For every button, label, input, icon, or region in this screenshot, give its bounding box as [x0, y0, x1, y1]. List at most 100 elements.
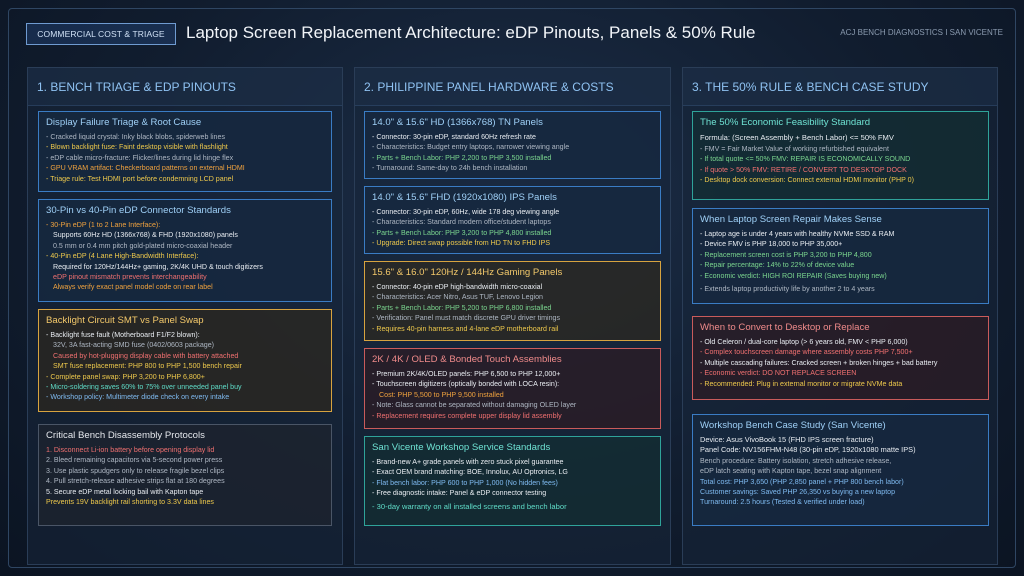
- card-line: Device: Asus VivoBook 15 (FHD IPS screen…: [700, 435, 874, 444]
- card-line: - 30-Pin eDP (1 to 2 Lane Interface):: [46, 221, 161, 229]
- card-title: Backlight Circuit SMT vs Panel Swap: [46, 315, 204, 326]
- card-line: - Note: Glass cannot be separated withou…: [372, 401, 577, 410]
- card-line: 3. Use plastic spudgers only to release …: [46, 466, 225, 475]
- card-line: - Premium 2K/4K/OLED panels: PHP 6,500 t…: [372, 370, 561, 378]
- card-line: - Economic verdict: DO NOT REPLACE SCREE…: [700, 369, 857, 378]
- card-line: - eDP cable micro-fracture: Flicker/line…: [46, 153, 234, 162]
- card-line: - Parts + Bench Labor: PHP 5,200 to PHP …: [372, 303, 552, 312]
- category-tag: COMMERCIAL COST & TRIAGE: [26, 23, 176, 45]
- card-line: Bench procedure: Battery isolation, stre…: [700, 456, 892, 465]
- card-line: - Economic verdict: HIGH ROI REPAIR (Sav…: [700, 271, 887, 280]
- card-line: Turnaround: 2.5 hours (Tested & verified…: [700, 498, 865, 507]
- card-line: - Old Celeron / dual-core laptop (> 6 ye…: [700, 338, 908, 346]
- card-title: The 50% Economic Feasibility Standard: [700, 117, 871, 128]
- card-line: - Characteristics: Acer Nitro, Asus TUF,…: [372, 293, 543, 302]
- page-frame: [8, 8, 1016, 568]
- card-line: - Flat bench labor: PHP 600 to PHP 1,000…: [372, 478, 558, 487]
- card-line: - If quote > 50% FMV: RETIRE / CONVERT T…: [700, 165, 907, 174]
- card-line: - Characteristics: Budget entry laptops,…: [372, 143, 570, 152]
- card-economic-feasibility: The 50% Economic Feasibility Standard Fo…: [692, 111, 989, 200]
- card-line: - If total quote <= 50% FMV: REPAIR IS E…: [700, 155, 911, 164]
- card-fhd-ips-panels: 14.0" & 15.6" FHD (1920x1080) IPS Panels…: [364, 186, 661, 254]
- card-line: - Verification: Panel must match discret…: [372, 314, 561, 323]
- card-line: 1. Disconnect Li-ion battery before open…: [46, 446, 215, 454]
- card-line: - Replacement requires complete upper di…: [372, 411, 562, 420]
- card-line: - 30-day warranty on all installed scree…: [372, 501, 567, 511]
- card-hd-tn-panels: 14.0" & 15.6" HD (1366x768) TN Panels - …: [364, 111, 661, 179]
- card-line: Supports 60Hz HD (1366x768) & FHD (1920x…: [53, 231, 238, 240]
- card-line: - Exact OEM brand matching: BOE, Innolux…: [372, 468, 568, 477]
- card-line: eDP latch seating with Kapton tape, beze…: [700, 467, 882, 476]
- card-title: 14.0" & 15.6" FHD (1920x1080) IPS Panels: [372, 192, 557, 203]
- card-line: Panel Code: NV156FHM-N48 (30-pin eDP, 19…: [700, 445, 916, 455]
- card-title: 30-Pin vs 40-Pin eDP Connector Standards: [46, 205, 231, 216]
- card-line: 0.5 mm or 0.4 mm pitch gold-plated micro…: [53, 241, 233, 250]
- card-line: - Complex touchscreen damage where assem…: [700, 348, 913, 357]
- card-title: 2K / 4K / OLED & Bonded Touch Assemblies: [372, 354, 562, 365]
- card-line: - Connector: 30-pin eDP, standard 60Hz r…: [372, 133, 536, 141]
- card-line: - Free diagnostic intake: Panel & eDP co…: [372, 489, 547, 498]
- card-title: When Laptop Screen Repair Makes Sense: [700, 214, 882, 225]
- card-line: - Complete panel swap: PHP 3,200 to PHP …: [46, 372, 205, 381]
- card-title: When to Convert to Desktop or Replace: [700, 322, 870, 333]
- card-title: Critical Bench Disassembly Protocols: [46, 430, 205, 441]
- card-gaming-panels: 15.6" & 16.0" 120Hz / 144Hz Gaming Panel…: [364, 261, 661, 341]
- card-line: - 40-Pin eDP (4 Lane High-Bandwidth Inte…: [46, 252, 199, 261]
- card-line: - Touchscreen digitizers (optically bond…: [372, 380, 560, 389]
- card-line: - Triage rule: Test HDMI port before con…: [46, 174, 234, 183]
- card-line: Formula: (Screen Assembly + Bench Labor)…: [700, 133, 894, 142]
- card-convert-or-replace: When to Convert to Desktop or Replace - …: [692, 316, 989, 400]
- column-bench-triage: 1. BENCH TRIAGE & EDP PINOUTS Display Fa…: [27, 67, 343, 565]
- card-line: Prevents 19V backlight rail shorting to …: [46, 498, 214, 507]
- page-title: Laptop Screen Replacement Architecture: …: [186, 23, 756, 42]
- column-panel-hardware: 2. PHILIPPINE PANEL HARDWARE & COSTS 14.…: [354, 67, 671, 565]
- card-line: - Multiple cascading failures: Cracked s…: [700, 358, 938, 367]
- card-line: - Brand-new A+ grade panels with zero st…: [372, 458, 564, 466]
- card-line: 4. Pull stretch-release adhesive strips …: [46, 477, 225, 486]
- card-repair-makes-sense: When Laptop Screen Repair Makes Sense - …: [692, 208, 989, 304]
- card-title: Workshop Bench Case Study (San Vicente): [700, 420, 886, 431]
- card-line: - Characteristics: Standard modern offic…: [372, 218, 551, 227]
- card-line: - Desktop dock conversion: Connect exter…: [700, 176, 914, 185]
- card-line: 32V, 3A fast-acting SMD fuse (0402/0603 …: [53, 341, 215, 350]
- card-line: - Device FMV is PHP 18,000 to PHP 35,000…: [700, 240, 843, 249]
- card-line: Customer savings: Saved PHP 26,350 vs bu…: [700, 488, 896, 497]
- card-line: - Workshop policy: Multimeter diode chec…: [46, 393, 230, 402]
- column-heading: 2. PHILIPPINE PANEL HARDWARE & COSTS: [355, 68, 670, 106]
- column-heading: 3. THE 50% RULE & BENCH CASE STUDY: [683, 68, 997, 106]
- card-title: San Vicente Workshop Service Standards: [372, 442, 551, 453]
- card-line: - Parts + Bench Labor: PHP 3,200 to PHP …: [372, 228, 552, 237]
- card-line: - Upgrade: Direct swap possible from HD …: [372, 239, 551, 248]
- card-title: 14.0" & 15.6" HD (1366x768) TN Panels: [372, 117, 543, 128]
- card-line: - Replacement screen cost is PHP 3,200 t…: [700, 250, 872, 259]
- card-title: Display Failure Triage & Root Cause: [46, 117, 202, 128]
- card-bench-case-study: Workshop Bench Case Study (San Vicente) …: [692, 414, 989, 526]
- card-title: 15.6" & 16.0" 120Hz / 144Hz Gaming Panel…: [372, 267, 563, 278]
- card-line: - Requires 40-pin harness and 4-lane eDP…: [372, 324, 559, 333]
- card-workshop-standards: San Vicente Workshop Service Standards -…: [364, 436, 661, 526]
- card-premium-touch-assemblies: 2K / 4K / OLED & Bonded Touch Assemblies…: [364, 348, 661, 429]
- card-line: - Connector: 30-pin eDP, 60Hz, wide 178 …: [372, 208, 560, 216]
- card-line: - Recommended: Plug in external monitor …: [700, 379, 903, 388]
- card-disassembly-protocols: Critical Bench Disassembly Protocols 1. …: [38, 424, 332, 526]
- card-line: Always verify exact panel model code on …: [53, 283, 213, 292]
- card-line: - Repair percentage: 14% to 22% of devic…: [700, 261, 855, 270]
- card-display-failure-triage: Display Failure Triage & Root Cause - Cr…: [38, 111, 332, 192]
- card-line: Total cost: PHP 3,650 (PHP 2,850 panel +…: [700, 477, 904, 486]
- card-line: - Blown backlight fuse: Faint desktop vi…: [46, 143, 228, 152]
- card-line: - Micro-soldering saves 60% to 75% over …: [46, 383, 242, 392]
- card-line: Caused by hot-plugging display cable wit…: [53, 351, 239, 360]
- card-line: Required for 120Hz/144Hz+ gaming, 2K/4K …: [53, 262, 263, 271]
- card-line: Cost: PHP 5,500 to PHP 9,500 installed: [379, 390, 504, 399]
- card-line: - Backlight fuse fault (Motherboard F1/F…: [46, 331, 200, 339]
- organization-label: ACJ BENCH DIAGNOSTICS I SAN VICENTE: [840, 28, 1003, 37]
- card-line: - Laptop age is under 4 years with healt…: [700, 230, 895, 238]
- card-line: - FMV = Fair Market Value of working ref…: [700, 145, 889, 153]
- card-line: - Turnaround: Same-day to 24h bench inst…: [372, 164, 528, 173]
- card-edp-connector-standards: 30-Pin vs 40-Pin eDP Connector Standards…: [38, 199, 332, 302]
- card-line: eDP pinout mismatch prevents interchange…: [53, 273, 207, 282]
- card-line: - GPU VRAM artifact: Checkerboard patter…: [46, 164, 245, 173]
- column-fifty-percent-rule: 3. THE 50% RULE & BENCH CASE STUDY The 5…: [682, 67, 998, 565]
- card-line: 5. Secure eDP metal locking bail with Ka…: [46, 487, 204, 496]
- card-backlight-circuit: Backlight Circuit SMT vs Panel Swap - Ba…: [38, 309, 332, 412]
